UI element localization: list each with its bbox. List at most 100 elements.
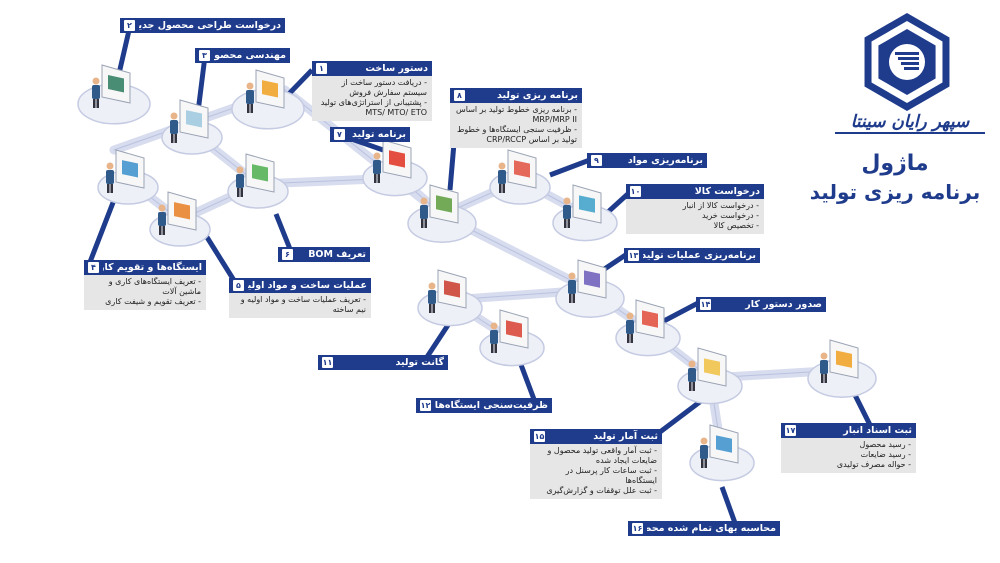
node-board-graphic xyxy=(704,358,720,376)
node-figure-leg xyxy=(704,459,707,468)
node-figure-leg xyxy=(432,304,435,313)
module-header: برنامه تولید ۷ xyxy=(330,127,410,142)
module-number-badge: ۱۶ xyxy=(632,523,643,534)
module-detail-item: - ظرفیت سنجی ایستگاه‌ها و خطوط تولید بر … xyxy=(456,125,577,144)
node-figure-head xyxy=(170,112,178,120)
module-detail-item: - برنامه ریزی خطوط تولید بر اساس MRP/MRP… xyxy=(455,105,577,124)
node-board-graphic xyxy=(514,160,530,178)
module-label: محاسبه بهای تمام شده محصول ۱۶ xyxy=(628,521,780,536)
node-figure-head xyxy=(700,437,708,445)
module-title-text: محاسبه بهای تمام شده محصول xyxy=(647,523,776,534)
module-detail-item: - تخصیص کالا xyxy=(713,221,759,230)
module-title-text: برنامه تولید xyxy=(351,129,406,140)
node-figure-leg xyxy=(569,294,572,303)
node-figure-leg xyxy=(627,334,630,343)
node-figure-head xyxy=(373,152,381,160)
node-figure-leg xyxy=(174,134,177,143)
leader-line xyxy=(273,213,293,250)
node-figure-leg xyxy=(240,188,243,197)
node-figure-head xyxy=(498,162,506,170)
leader-line xyxy=(852,393,873,427)
module-header: مهندسی محصول۳ xyxy=(195,48,290,63)
module-title-text: ثبت اسناد انبار xyxy=(843,425,912,436)
module-details: - درخواست کالا از انبار- درخواست خرید- ت… xyxy=(626,199,764,234)
leader-line xyxy=(87,199,117,263)
node-figure-head xyxy=(92,77,100,85)
logo-stair-icon xyxy=(898,57,919,60)
leader-line xyxy=(422,320,453,362)
node-figure-head xyxy=(563,197,571,205)
node-figure-leg xyxy=(237,188,240,197)
module-title-text: برنامه ریزی تولید xyxy=(497,90,578,101)
node-figure-head xyxy=(246,82,254,90)
module-number-badge: ۲ xyxy=(124,20,135,31)
module-number-badge: ۴ xyxy=(88,262,99,273)
module-title-text: ایستگاه‌ها و تقویم کاری xyxy=(103,262,202,273)
module-detail-item: - حواله مصرف تولیدی xyxy=(836,460,911,469)
logo-stair-icon xyxy=(895,52,919,55)
module-title-text: تعریف BOM xyxy=(308,249,366,260)
node-figure-leg xyxy=(421,219,424,228)
module-detail-item: - ثبت علل توقفات و گزارش‌گیری xyxy=(546,486,657,495)
node-figure-leg xyxy=(250,104,253,113)
node-figure-body xyxy=(820,360,828,374)
node-figure-body xyxy=(246,90,254,104)
module-title-text: برنامه‌ریزی مواد xyxy=(627,155,703,166)
node-figure-leg xyxy=(821,374,824,383)
module-detail-item: - ثبت آمار واقعی تولید محصول و ضایعات ای… xyxy=(547,446,658,465)
node-figure-leg xyxy=(96,99,99,108)
node-figure-leg xyxy=(502,184,505,193)
node-figure-head xyxy=(236,166,244,174)
node-figure-body xyxy=(92,85,100,99)
node-figure-leg xyxy=(499,184,502,193)
leader-line xyxy=(202,232,238,284)
node-figure-body xyxy=(688,368,696,382)
module-details: - تعریف ایستگاه‌های کاری و ماشین آلات- ت… xyxy=(84,275,206,310)
node-figure-leg xyxy=(824,374,827,383)
module-title-line1: ماژول xyxy=(861,151,929,176)
node-figure-leg xyxy=(429,304,432,313)
node-board-graphic xyxy=(506,320,522,338)
module-detail-item: - رسید محصول xyxy=(859,440,911,449)
node-board-graphic xyxy=(716,435,732,453)
node-figure-body xyxy=(373,160,381,174)
node-figure-head xyxy=(490,322,498,330)
module-title-line2: برنامه ریزی تولید xyxy=(809,180,981,204)
module-details: - برنامه ریزی خطوط تولید بر اساس MRP/MRP… xyxy=(450,103,582,148)
module-details: - دریافت دستور ساخت از سیستم سفارش فروش-… xyxy=(312,76,432,121)
module-header: برنامه‌ریزی عملیات تولیدی ۱۳ xyxy=(624,248,760,263)
module-detail-item: - تعریف عملیات ساخت و مواد اولیه و نیم س… xyxy=(240,295,366,314)
module-number-badge: ۱۳ xyxy=(628,250,639,261)
leader-line xyxy=(658,396,707,434)
module-number-badge: ۳ xyxy=(199,50,210,61)
node-figure-leg xyxy=(374,174,377,183)
node-figure-head xyxy=(106,162,114,170)
module-header: محاسبه بهای تمام شده محصول ۱۶ xyxy=(628,521,780,536)
logo-stair-icon xyxy=(901,62,919,65)
module-title-text: برنامه‌ریزی عملیات تولیدی xyxy=(643,250,756,261)
node-figure-body xyxy=(490,330,498,344)
module-detail-item: - درخواست کالا از انبار xyxy=(682,201,759,210)
module-detail-item: - درخواست خرید xyxy=(701,211,759,220)
node-figure-body xyxy=(626,320,634,334)
leader-line xyxy=(195,55,208,113)
module-number-badge: ۷ xyxy=(334,129,345,140)
module-number-badge: ۱۱ xyxy=(322,357,333,368)
node-board-graphic xyxy=(389,150,405,168)
node-figure-body xyxy=(236,174,244,188)
node-figure-head xyxy=(688,360,696,368)
